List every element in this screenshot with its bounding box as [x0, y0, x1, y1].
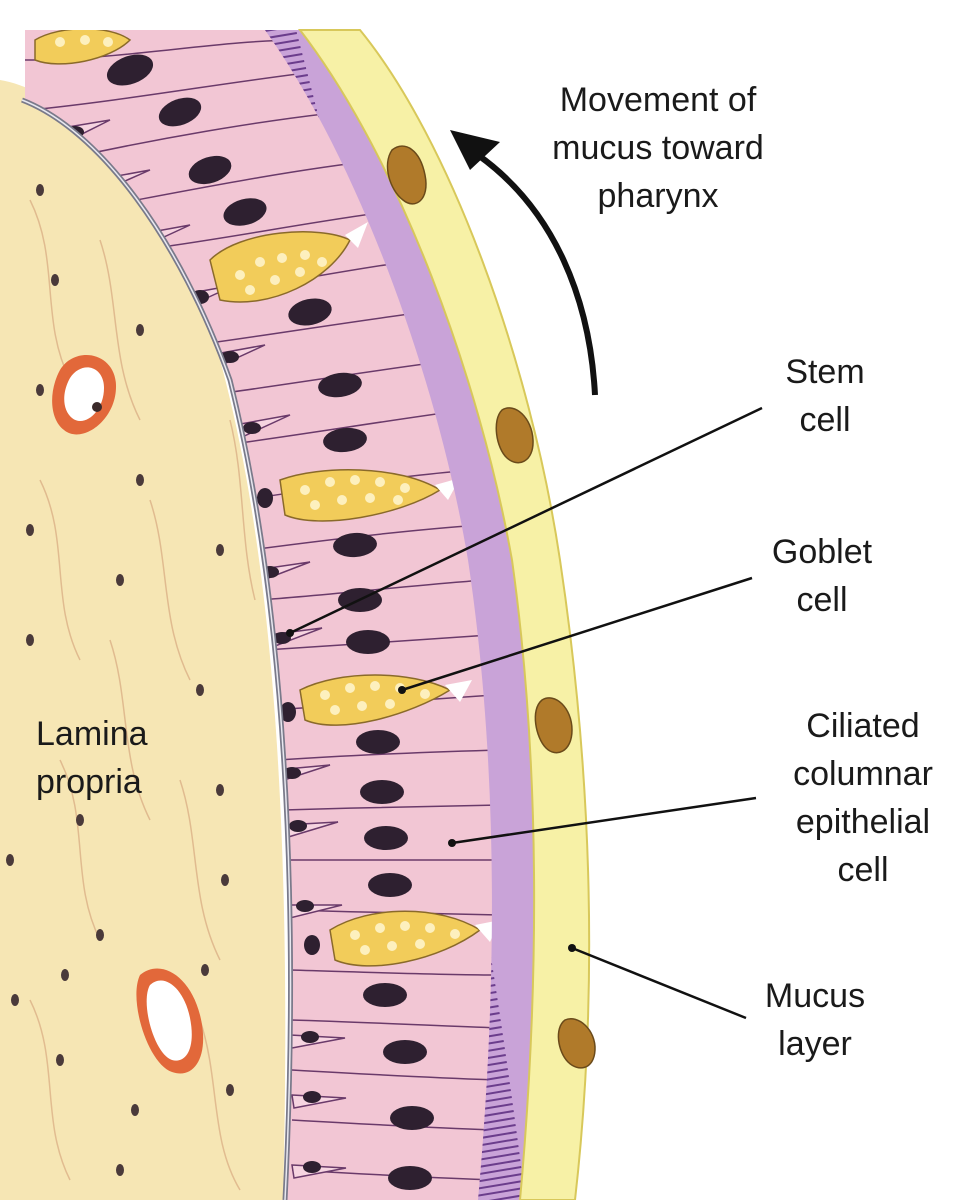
ciliated-line-1: Ciliated	[806, 707, 920, 745]
ciliated-line-4: cell	[837, 851, 889, 889]
goblet-line-2: cell	[796, 581, 848, 619]
leader-lines	[289, 406, 763, 1020]
movement-line-3: pharynx	[597, 177, 719, 215]
mucus-particles	[386, 145, 596, 1069]
stem-line-1: Stem	[785, 353, 865, 391]
lamina-line-1: Lamina	[36, 715, 148, 753]
mucus-line-1: Mucus	[764, 977, 866, 1015]
lamina-fibers	[29, 199, 256, 1191]
ciliated-cell-leader-line	[451, 796, 757, 845]
label-ciliated-columnar-epithelial-cell: Ciliated columnar epithelial cell	[768, 702, 958, 894]
ciliated-line-2: columnar	[793, 755, 933, 793]
lamina-line-2: propria	[36, 763, 142, 801]
mucus-movement-arrow	[476, 152, 598, 396]
arrowhead	[450, 130, 500, 170]
goblet-cell-leader-line	[401, 576, 753, 692]
ciliated-line-3: epithelial	[795, 803, 931, 841]
label-mucus-layer: Mucus layer	[740, 972, 890, 1068]
goblet-cells	[34, 30, 494, 967]
mucus-layer-leader-line	[571, 946, 747, 1020]
label-movement-of-mucus: Movement of mucus toward pharynx	[518, 76, 798, 220]
movement-line-2: mucus toward	[552, 129, 764, 167]
mucus-line-2: layer	[778, 1025, 852, 1063]
mucus-layer-region	[297, 29, 591, 1200]
movement-line-1: Movement of	[559, 81, 757, 119]
label-lamina-propria: Lamina propria	[36, 710, 196, 806]
blood-vessels	[52, 354, 204, 1074]
fibroblast-nuclei	[6, 184, 234, 1176]
label-stem-cell: Stem cell	[760, 348, 890, 444]
leader-dots	[286, 629, 576, 952]
label-goblet-cell: Goblet cell	[752, 528, 892, 624]
stem-cell-leader-line	[289, 406, 763, 635]
goblet-line-1: Goblet	[771, 533, 873, 571]
stem-line-2: cell	[799, 401, 851, 439]
